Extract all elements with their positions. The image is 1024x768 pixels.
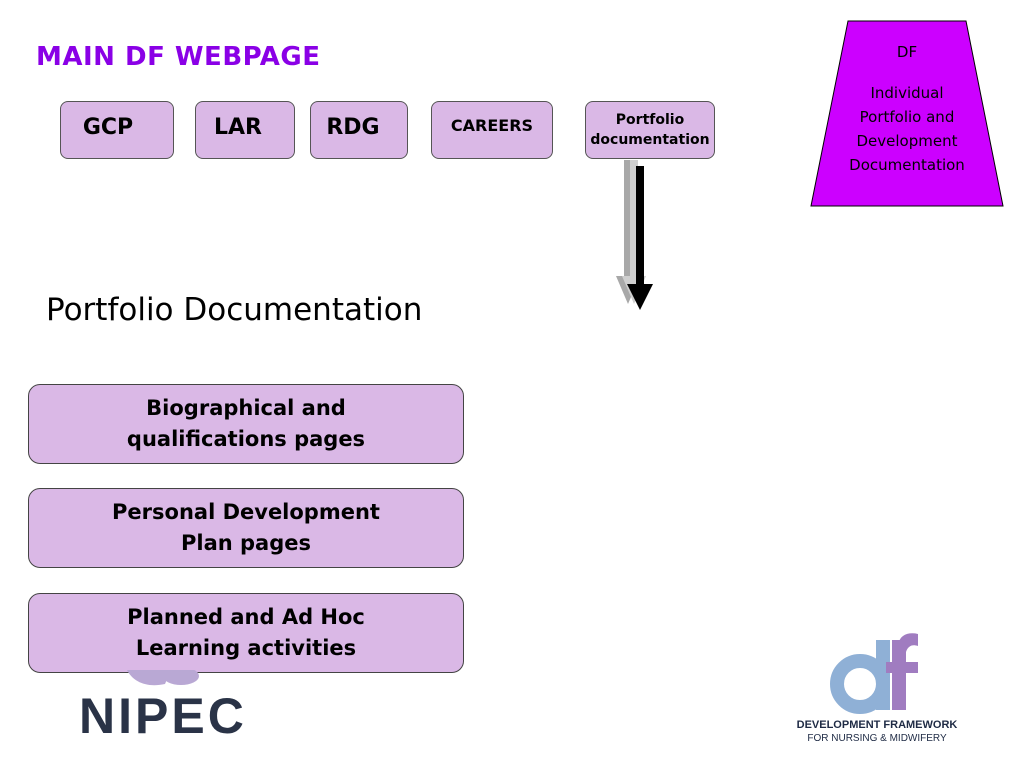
df-panel-line: Development	[856, 132, 958, 150]
doc-item-line1: Planned and Ad Hoc	[127, 605, 365, 629]
df-panel-heading: DF	[896, 43, 918, 61]
lar-button-label: LAR	[214, 114, 262, 140]
doc-item-line2: Plan pages	[181, 531, 311, 555]
lar-button[interactable]: LAR	[195, 101, 295, 159]
doc-item-line1: Personal Development	[112, 500, 380, 524]
df-logo: DEVELOPMENT FRAMEWORK FOR NURSING & MIDW…	[790, 632, 970, 752]
section-title: Portfolio Documentation	[46, 292, 423, 328]
nipec-swoosh-icon	[127, 670, 199, 686]
portfolio-button-line2: documentation	[590, 132, 710, 148]
df-panel-shape	[810, 20, 1004, 207]
portfolio-button-line1: Portfolio	[615, 112, 685, 128]
gcp-button[interactable]: GCP	[60, 101, 174, 159]
rdg-button-label: RDG	[326, 114, 380, 140]
nipec-logo-text: NIPEC	[79, 688, 247, 744]
df-panel: DF Individual Portfolio and Development …	[810, 20, 1004, 207]
biographical-qualifications-button[interactable]: Biographical and qualifications pages	[28, 384, 464, 464]
df-panel-line: Portfolio and	[859, 108, 955, 126]
df-panel-text: Individual Portfolio and Development Doc…	[810, 81, 1004, 177]
df-panel-line: Documentation	[849, 156, 965, 174]
nipec-logo: NIPEC	[75, 670, 260, 750]
careers-button[interactable]: CAREERS	[431, 101, 553, 159]
portfolio-documentation-button[interactable]: Portfolio documentation	[585, 101, 715, 159]
df-logo-mark-icon	[830, 633, 918, 714]
df-logo-title: DEVELOPMENT FRAMEWORK	[796, 719, 958, 731]
learning-activities-button[interactable]: Planned and Ad Hoc Learning activities	[28, 593, 464, 673]
page-title: MAIN DF WEBPAGE	[36, 42, 321, 72]
doc-item-line1: Biographical and	[146, 396, 346, 420]
portfolio-button-label: Portfolio documentation	[590, 110, 709, 150]
df-logo-subtitle: FOR NURSING & MIDWIFERY	[807, 733, 947, 744]
df-panel-line: Individual	[870, 84, 944, 102]
rdg-button[interactable]: RDG	[310, 101, 408, 159]
doc-item-line2: qualifications pages	[126, 427, 366, 451]
personal-development-plan-button[interactable]: Personal Development Plan pages	[28, 488, 464, 568]
doc-item-line2: Learning activities	[135, 636, 357, 660]
gcp-button-label: GCP	[82, 114, 134, 140]
careers-button-label: CAREERS	[450, 116, 534, 135]
down-arrow-icon	[615, 158, 671, 316]
